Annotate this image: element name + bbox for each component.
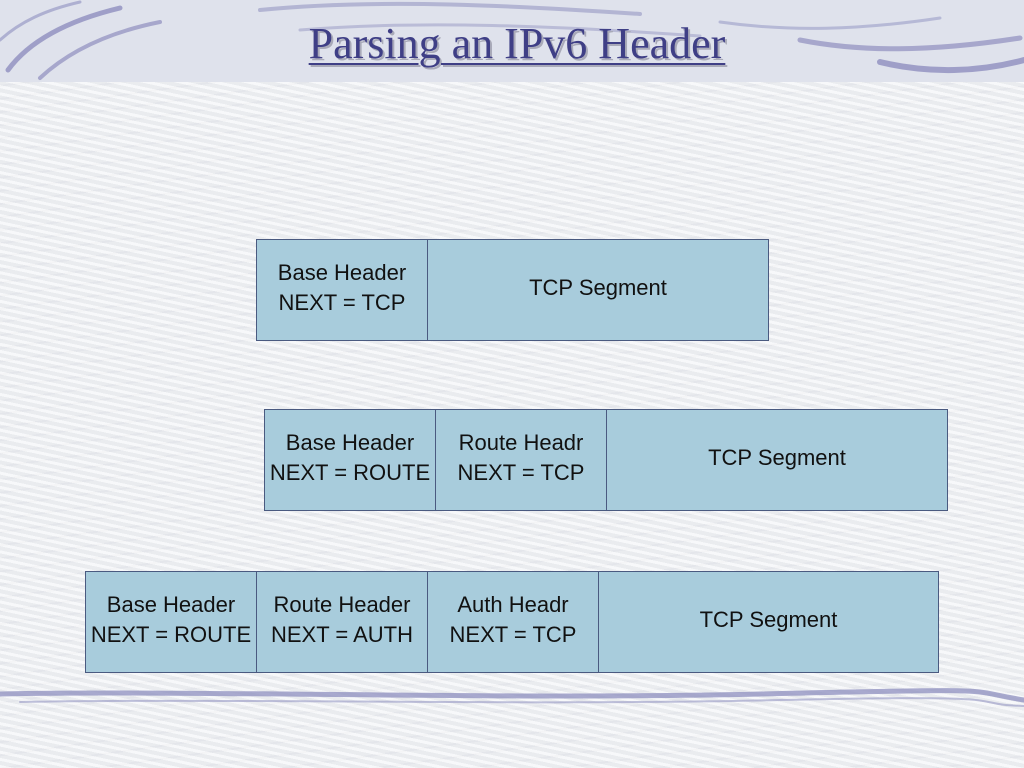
packet-row-3: Base Header NEXT = ROUTE Route Header NE… (85, 571, 939, 673)
cell-base-header: Base Header NEXT = ROUTE (265, 410, 436, 510)
cell-route-header: Route Headr NEXT = TCP (436, 410, 607, 510)
page-title: Parsing an IPv6 Header (308, 19, 726, 68)
packet-row-1: Base Header NEXT = TCP TCP Segment (256, 239, 769, 341)
cell-label: Auth Headr (457, 592, 569, 617)
cell-tcp-segment: TCP Segment (607, 410, 947, 510)
cell-next-value: NEXT = ROUTE (269, 460, 431, 485)
cell-next-value: NEXT = ROUTE (90, 622, 252, 647)
cell-label: Route Header (273, 592, 411, 617)
cell-base-header: Base Header NEXT = ROUTE (86, 572, 257, 672)
cell-auth-header: Auth Headr NEXT = TCP (428, 572, 599, 672)
cell-label: Route Headr (458, 430, 584, 455)
cell-label: TCP Segment (529, 275, 667, 300)
cell-route-header: Route Header NEXT = AUTH (257, 572, 428, 672)
cell-label: TCP Segment (708, 445, 846, 470)
cell-base-header: Base Header NEXT = TCP (257, 240, 428, 340)
cell-next-value: NEXT = TCP (278, 290, 406, 315)
cell-label: TCP Segment (699, 607, 838, 632)
cell-label: Base Header (285, 430, 415, 455)
cell-label: Base Header (106, 592, 236, 617)
cell-next-value: NEXT = TCP (457, 460, 585, 485)
cell-next-value: NEXT = AUTH (270, 622, 414, 647)
cell-next-value: NEXT = TCP (449, 622, 577, 647)
packet-row-2: Base Header NEXT = ROUTE Route Headr NEX… (264, 409, 948, 511)
cell-label: Base Header (277, 260, 407, 285)
cell-tcp-segment: TCP Segment (599, 572, 938, 672)
cell-tcp-segment: TCP Segment (428, 240, 768, 340)
